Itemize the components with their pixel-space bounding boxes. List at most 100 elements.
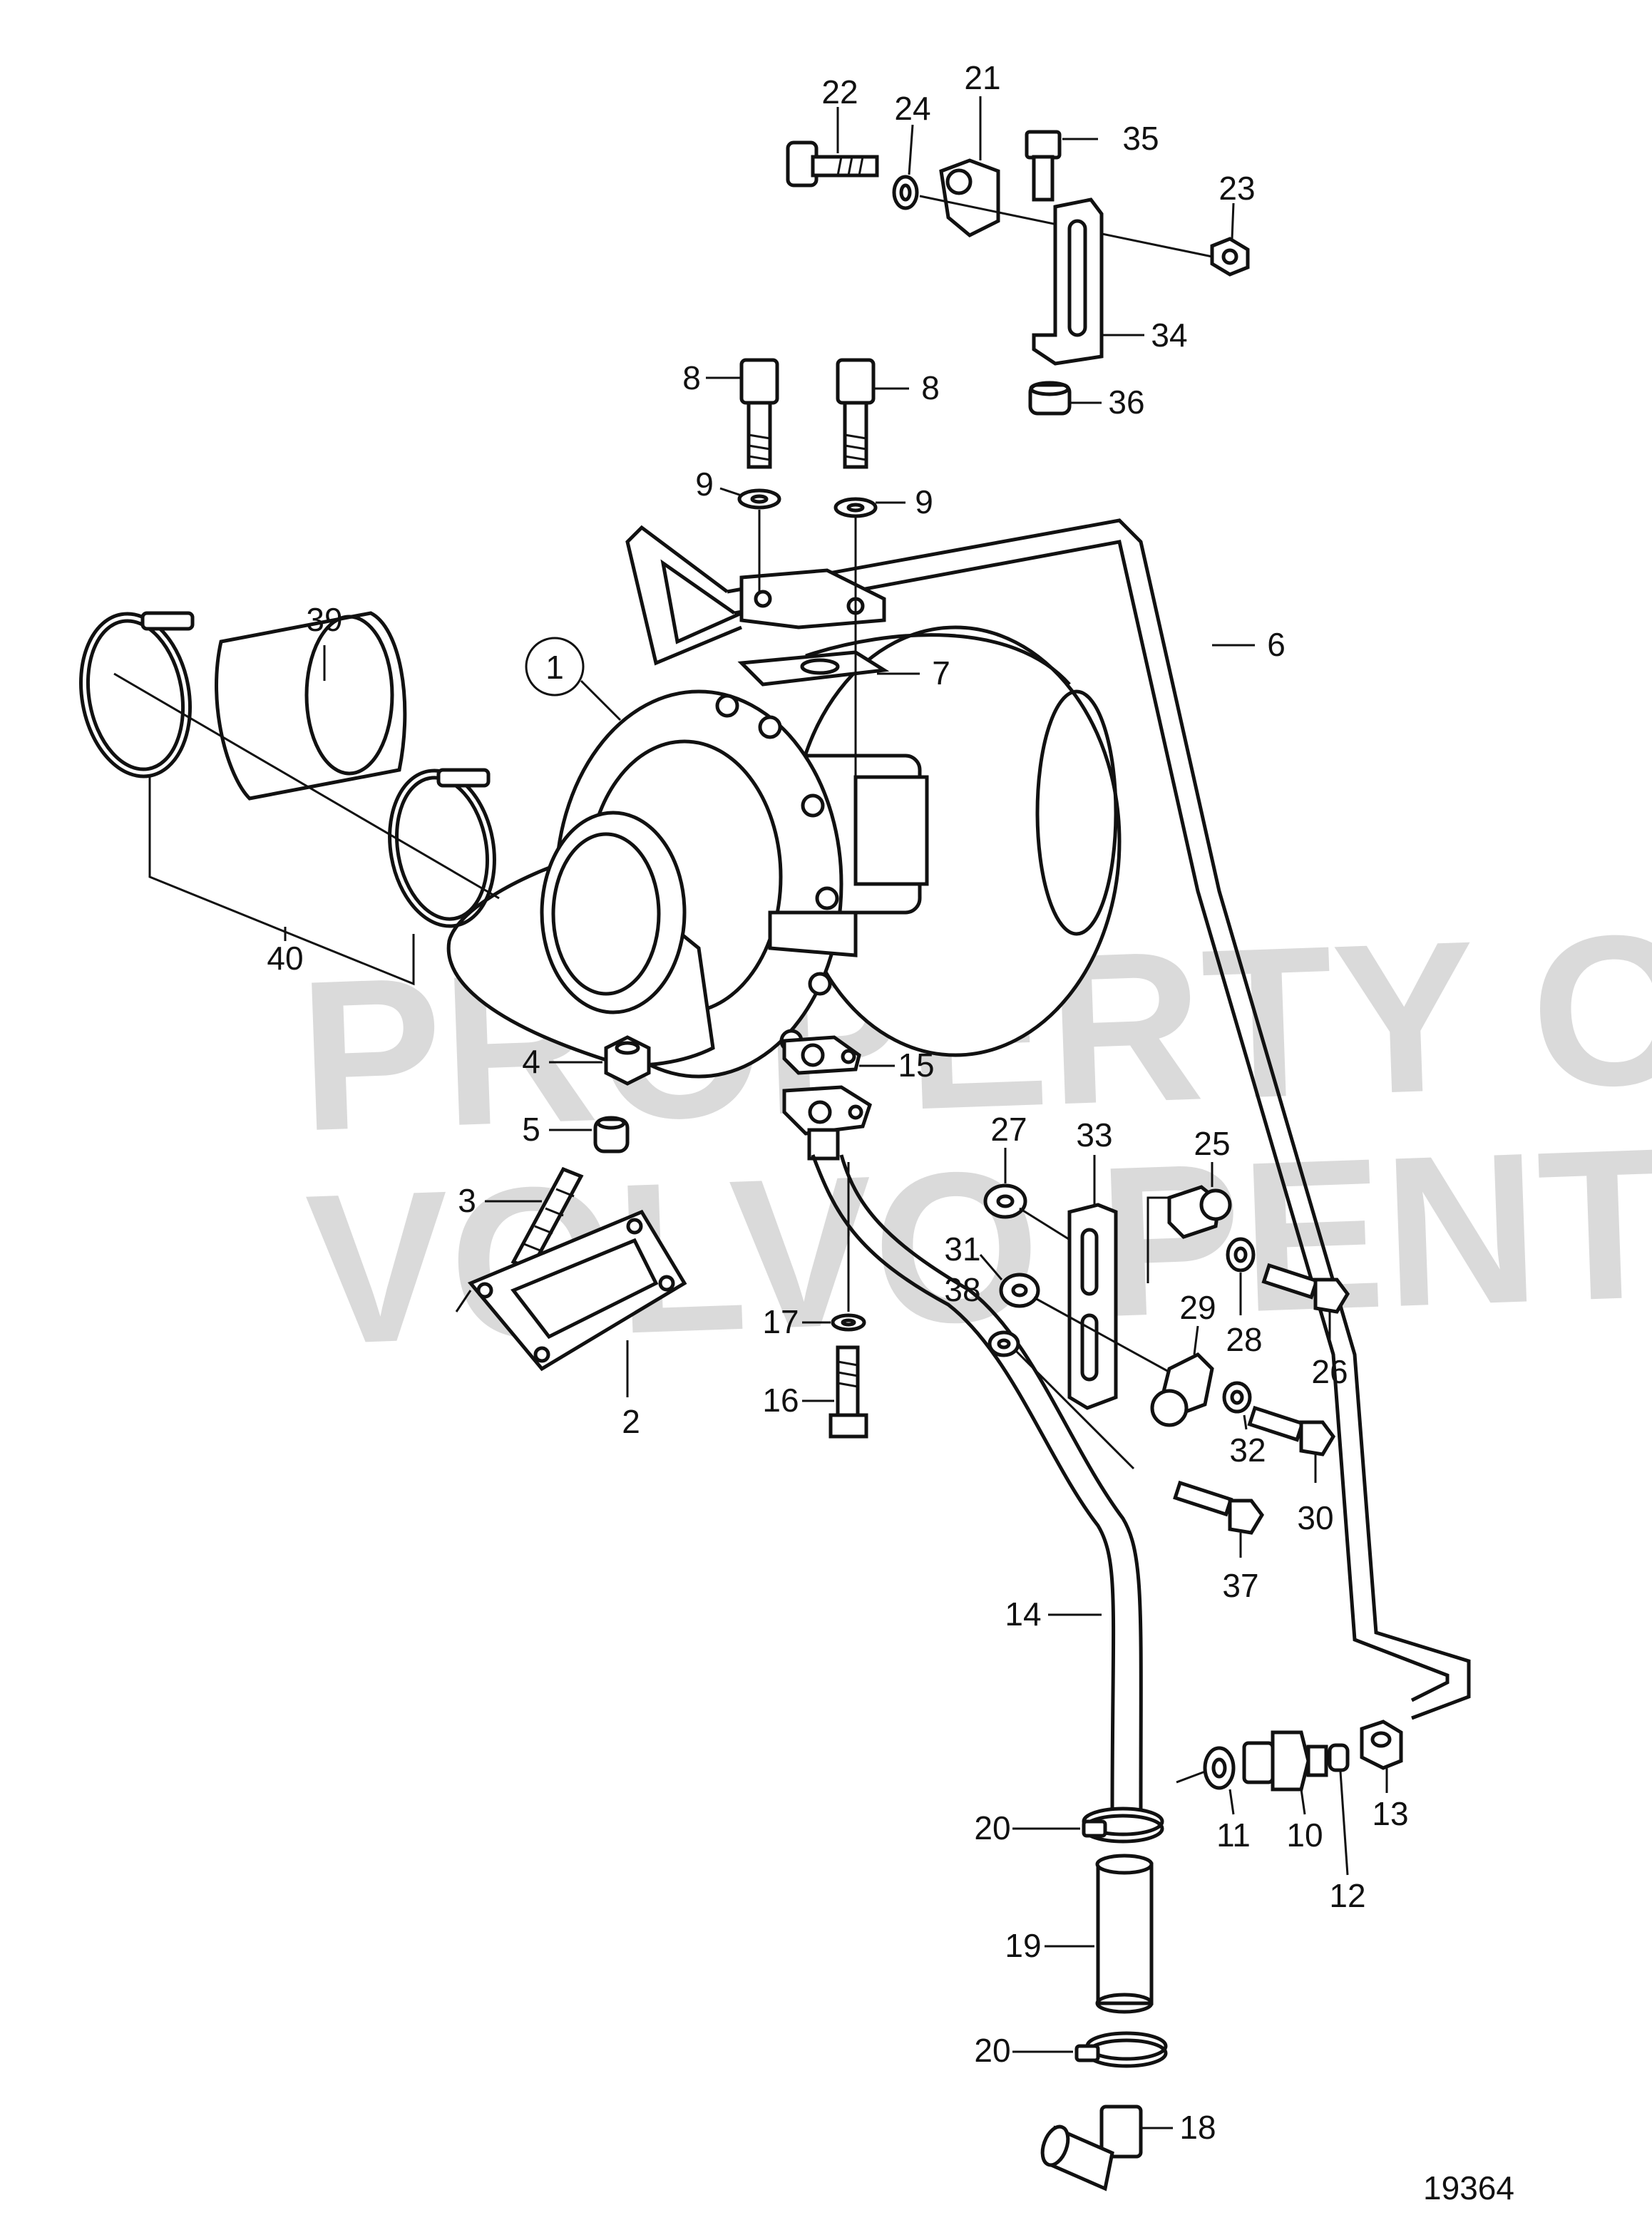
callout-20-lower: 20 [974,2032,1073,2069]
callout-8-right: 8 [873,369,940,406]
svg-text:30: 30 [1297,1499,1333,1536]
nut-4 [604,1035,651,1086]
spacer-36 [1028,381,1072,416]
gasket-15 [782,1035,861,1075]
hose-39 [215,611,407,801]
svg-text:1: 1 [545,649,564,686]
washer-9-left [737,488,781,510]
callout-20-upper: 20 [974,1809,1080,1846]
svg-text:3: 3 [458,1182,476,1219]
union-10 [1242,1730,1328,1792]
svg-text:20: 20 [974,1809,1010,1846]
svg-text:6: 6 [1267,626,1286,663]
svg-text:15: 15 [898,1047,934,1084]
callout-24: 24 [894,90,931,175]
washer-9-right [833,497,878,518]
bolt-22 [786,140,879,187]
screw-8-right [836,358,876,469]
hose-clamp-20-lower [1074,2031,1168,2068]
callout-10: 10 [1286,1789,1323,1854]
svg-text:12: 12 [1329,1877,1365,1914]
svg-text:16: 16 [762,1382,799,1419]
olive-12 [1328,1743,1350,1772]
callout-33: 33 [1076,1116,1113,1205]
svg-text:23: 23 [1219,170,1255,207]
callout-28: 28 [1226,1273,1263,1358]
callout-29: 29 [1179,1289,1216,1355]
callout-39: 39 [306,601,343,681]
svg-text:4: 4 [522,1043,540,1080]
svg-text:33: 33 [1076,1116,1112,1153]
svg-text:36: 36 [1108,384,1144,421]
svg-text:11: 11 [1216,1816,1251,1854]
oil-feed-pipe-6 [625,518,1471,1720]
svg-text:37: 37 [1222,1567,1258,1604]
callout-2: 2 [622,1340,640,1440]
turbocharger [446,625,1122,1079]
callout-6: 6 [1212,626,1286,663]
washer-11 [1203,1746,1236,1790]
callout-30: 30 [1297,1454,1334,1536]
elbow-18 [1040,2105,1143,2191]
svg-text:21: 21 [964,59,1000,96]
washer-24 [892,175,919,210]
gasket-2 [467,1209,687,1372]
spacer-5 [593,1116,630,1153]
svg-text:24: 24 [894,90,930,127]
callout-12: 12 [1329,1771,1366,1914]
svg-text:25: 25 [1194,1125,1230,1162]
callout-37: 37 [1222,1533,1259,1604]
callout-8-left: 8 [682,359,742,396]
svg-text:5: 5 [522,1111,540,1148]
screw-8-left [739,358,779,469]
bracket-34 [1032,197,1104,366]
svg-text:39: 39 [306,601,342,638]
callout-11: 11 [1216,1789,1251,1854]
svg-text:9: 9 [915,483,933,520]
svg-text:10: 10 [1286,1816,1323,1854]
svg-text:26: 26 [1311,1353,1348,1390]
svg-text:27: 27 [990,1111,1027,1148]
svg-text:35: 35 [1122,120,1159,157]
callout-3: 3 [458,1182,542,1219]
bolt-16 [828,1345,868,1439]
callout-21: 21 [964,59,1001,160]
callout-35: 35 [1062,120,1159,157]
svg-text:8: 8 [921,369,940,406]
svg-text:34: 34 [1151,317,1187,354]
svg-text:20: 20 [974,2032,1010,2069]
svg-text:9: 9 [695,466,714,503]
oil-return-pipe-14 [811,1154,1143,1812]
hose-clamp-20-upper [1082,1807,1164,1844]
nut-13 [1360,1720,1403,1770]
washer-17 [831,1313,866,1332]
svg-text:8: 8 [682,359,701,396]
callout-14: 14 [1005,1595,1102,1633]
bracket-33 [1067,1203,1118,1410]
callout-7: 7 [877,654,950,692]
callout-23: 23 [1219,170,1256,240]
figure-number: 19364 [1423,2169,1514,2206]
callout-16: 16 [762,1382,834,1419]
spacer-31 [999,1273,1040,1308]
svg-text:22: 22 [821,73,858,111]
callout-40: 40 [148,777,415,986]
callout-19: 19 [1005,1927,1094,1964]
svg-text:2: 2 [622,1403,640,1440]
svg-text:7: 7 [932,654,950,692]
svg-text:40: 40 [267,940,303,977]
svg-text:13: 13 [1372,1795,1408,1832]
nut-23 [1210,237,1250,277]
drain-flange [782,1085,872,1161]
clamp-21 [939,158,1000,237]
bolt-30 [1247,1405,1336,1456]
pipe-flange [739,568,886,629]
callout-31: 31 [944,1230,1003,1280]
svg-text:31: 31 [944,1230,980,1268]
callout-9-right: 9 [876,483,933,520]
bolt-35 [1025,130,1062,202]
svg-text:18: 18 [1179,2109,1216,2146]
callout-4: 4 [522,1043,602,1080]
